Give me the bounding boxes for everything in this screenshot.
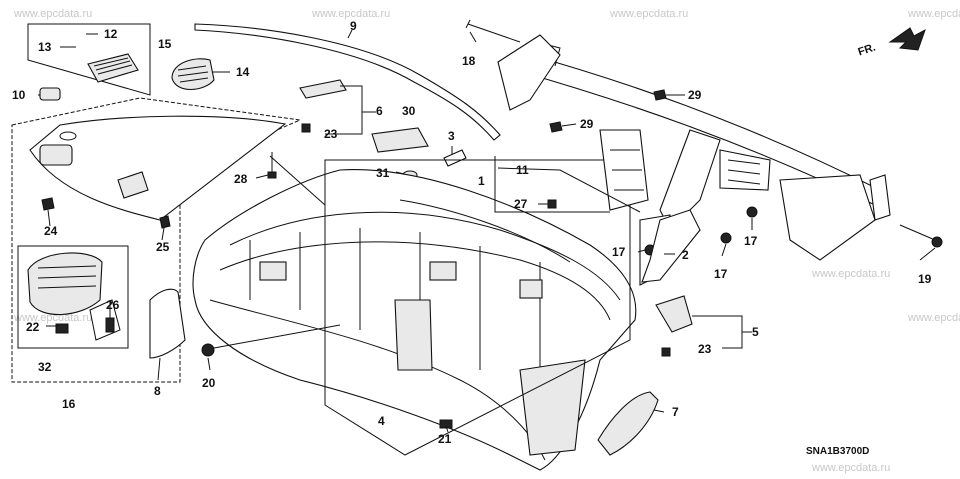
watermark-top-right: www.epcdata.ru (908, 8, 960, 20)
bolt-29b (549, 121, 563, 133)
callout-23b[interactable]: 23 (698, 342, 712, 356)
watermark-middle-left: www.epcdata.ru (14, 312, 93, 324)
callout-3[interactable]: 3 (448, 129, 455, 143)
group-15-bracket (27, 23, 151, 96)
bolt-29a (653, 89, 667, 101)
watermark-middle-far-right: www.epcdata.ru (908, 312, 960, 324)
center-vent (87, 53, 139, 83)
watermark-middle-right: www.epcdata.ru (812, 268, 891, 280)
callout-25[interactable]: 25 (156, 240, 170, 254)
callout-11[interactable]: 11 (516, 163, 529, 177)
pin-3 (443, 149, 467, 167)
bolt-19 (899, 224, 936, 241)
callout-7[interactable]: 7 (672, 405, 679, 419)
callout-19[interactable]: 19 (918, 272, 932, 286)
callout-9[interactable]: 9 (350, 19, 357, 33)
clip-24 (41, 197, 55, 211)
callout-1[interactable]: 1 (478, 174, 485, 188)
callout-8[interactable]: 8 (154, 384, 161, 398)
callout-2[interactable]: 2 (682, 248, 689, 262)
side-vent (171, 58, 215, 91)
side-panel-8 (149, 288, 186, 359)
front-arrow-icon (888, 27, 926, 51)
callout-26[interactable]: 26 (106, 298, 120, 312)
callout-17b[interactable]: 17 (714, 267, 728, 281)
bracket-2 (641, 209, 701, 283)
callout-29b[interactable]: 29 (580, 117, 594, 131)
group-1-bracket (494, 156, 610, 213)
upper-panel (29, 115, 287, 221)
callout-28[interactable]: 28 (234, 172, 248, 186)
clip-25 (159, 215, 171, 229)
callout-16[interactable]: 16 (62, 397, 76, 411)
callout-17c[interactable]: 17 (744, 234, 758, 248)
callout-20[interactable]: 20 (202, 376, 216, 390)
callout-13[interactable]: 13 (38, 40, 52, 54)
clip-21 (439, 419, 453, 429)
group-4-bracket (324, 159, 631, 456)
callout-10[interactable]: 10 (12, 88, 26, 102)
callout-17a[interactable]: 17 (612, 245, 626, 259)
pad-30 (371, 127, 429, 153)
dashboard-main (192, 169, 637, 471)
leader-lines (38, 29, 936, 433)
callout-12[interactable]: 12 (104, 27, 118, 41)
watermark-top-center-right: www.epcdata.ru (610, 8, 689, 20)
nut-17c (746, 206, 758, 218)
bolt-18 (465, 19, 521, 43)
callout-23a[interactable]: 23 (324, 127, 338, 141)
trim-5 (655, 295, 693, 333)
watermark-bottom-right: www.epcdata.ru (812, 462, 891, 474)
callout-4[interactable]: 4 (378, 414, 385, 428)
part-6 (299, 79, 347, 99)
callout-32[interactable]: 32 (38, 360, 52, 374)
callout-6[interactable]: 6 (376, 104, 383, 118)
callout-27[interactable]: 27 (514, 197, 528, 211)
end-cover-7 (597, 391, 659, 456)
bolt-27 (547, 199, 557, 209)
watermark-top-center-left: www.epcdata.ru (312, 8, 391, 20)
callout-14[interactable]: 14 (236, 65, 250, 79)
callout-30[interactable]: 30 (402, 104, 416, 118)
diagram-code: SNA1B3700D (806, 446, 870, 457)
callout-29a[interactable]: 29 (688, 88, 702, 102)
watermark-top-left: www.epcdata.ru (14, 8, 93, 20)
callout-31[interactable]: 31 (376, 166, 390, 180)
clip-10 (39, 87, 61, 101)
callout-15[interactable]: 15 (158, 37, 172, 51)
callout-18[interactable]: 18 (462, 54, 476, 68)
nut-17b (720, 232, 732, 244)
callout-22[interactable]: 22 (26, 320, 40, 334)
callout-24[interactable]: 24 (44, 224, 58, 238)
callout-21[interactable]: 21 (438, 432, 452, 446)
group-32-box (17, 245, 129, 349)
clip-20 (201, 343, 215, 357)
callout-5[interactable]: 5 (752, 325, 759, 339)
airbag-module (27, 252, 121, 341)
screw-28 (267, 171, 277, 179)
molding-strip (194, 23, 501, 141)
